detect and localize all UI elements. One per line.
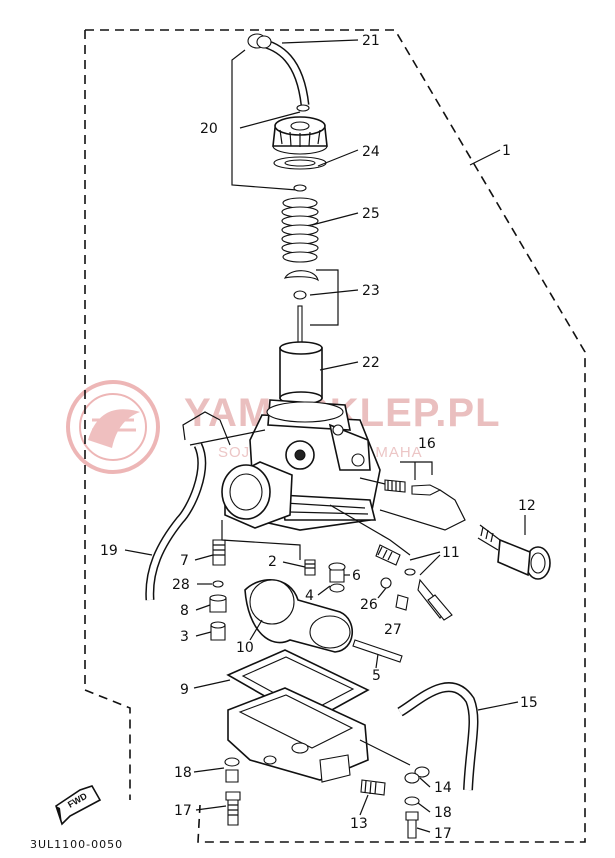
diagram-code: 3UL1100-0050 xyxy=(30,838,123,851)
callout-5: 5 xyxy=(372,668,381,684)
callout-20: 20 xyxy=(200,121,218,137)
leader-lines xyxy=(124,39,526,833)
pilot-air-screw xyxy=(384,479,442,496)
jet-holder-8 xyxy=(209,594,227,613)
o-ring-28 xyxy=(212,580,224,588)
assembly-boundary xyxy=(84,29,586,843)
starter-plunger-hose xyxy=(247,33,310,112)
watermark-logo xyxy=(66,380,160,474)
callout-24: 24 xyxy=(362,144,380,160)
callout-14: 14 xyxy=(434,780,452,796)
fwd-arrow-icon: FWD xyxy=(55,785,102,826)
float-chamber-gasket xyxy=(226,649,370,723)
callout-18-left: 18 xyxy=(174,765,192,781)
float xyxy=(244,578,354,653)
callout-23: 23 xyxy=(362,283,380,299)
callout-28: 28 xyxy=(172,577,190,593)
callout-21: 21 xyxy=(362,33,380,49)
needle-jet-assembly xyxy=(375,544,453,621)
jet-needle-clip xyxy=(283,270,319,347)
callout-8: 8 xyxy=(180,603,189,619)
callout-22: 22 xyxy=(362,355,380,371)
callout-6: 6 xyxy=(352,568,361,584)
bolt-17-right xyxy=(405,811,419,839)
drain-screw-18-left xyxy=(224,757,240,783)
callout-3: 3 xyxy=(180,629,189,645)
callout-26: 26 xyxy=(360,597,378,613)
pilot-jet xyxy=(328,562,346,593)
drain-hose xyxy=(397,682,479,791)
main-jet xyxy=(304,559,316,576)
throttle-spring xyxy=(281,197,319,263)
overflow-hose xyxy=(145,443,207,601)
callout-18-right: 18 xyxy=(434,805,452,821)
callout-1: 1 xyxy=(502,143,511,159)
float-pin xyxy=(352,639,403,663)
callout-9: 9 xyxy=(180,682,189,698)
callout-25: 25 xyxy=(362,206,380,222)
bolt-17-left xyxy=(225,791,241,826)
callout-12: 12 xyxy=(518,498,536,514)
callout-17-left: 17 xyxy=(174,803,192,819)
throttle-stop-screw xyxy=(477,524,551,580)
callout-2: 2 xyxy=(268,554,277,570)
callout-16: 16 xyxy=(418,436,436,452)
callout-4: 4 xyxy=(305,588,314,604)
callout-7: 7 xyxy=(180,553,189,569)
intake-horn xyxy=(221,461,293,529)
callout-10: 10 xyxy=(236,640,254,656)
top-cap xyxy=(272,116,328,170)
callout-27: 27 xyxy=(384,622,402,638)
needle-jet xyxy=(212,520,301,566)
throttle-valve xyxy=(279,341,323,405)
callout-17-right: 17 xyxy=(434,826,452,842)
callout-11: 11 xyxy=(442,545,460,561)
callout-labels: 21 20 24 1 25 23 22 16 12 11 19 7 2 6 28… xyxy=(100,33,538,842)
callout-19: 19 xyxy=(100,543,118,559)
callout-13: 13 xyxy=(350,816,368,832)
callout-15: 15 xyxy=(520,695,538,711)
float-chamber xyxy=(227,687,369,783)
clip-14 xyxy=(404,766,430,784)
jet-holder-3 xyxy=(210,621,226,641)
o-ring-26 xyxy=(380,577,392,589)
bolt-13 xyxy=(360,779,386,796)
washer-18-right xyxy=(404,796,420,806)
screw-27 xyxy=(395,594,409,611)
